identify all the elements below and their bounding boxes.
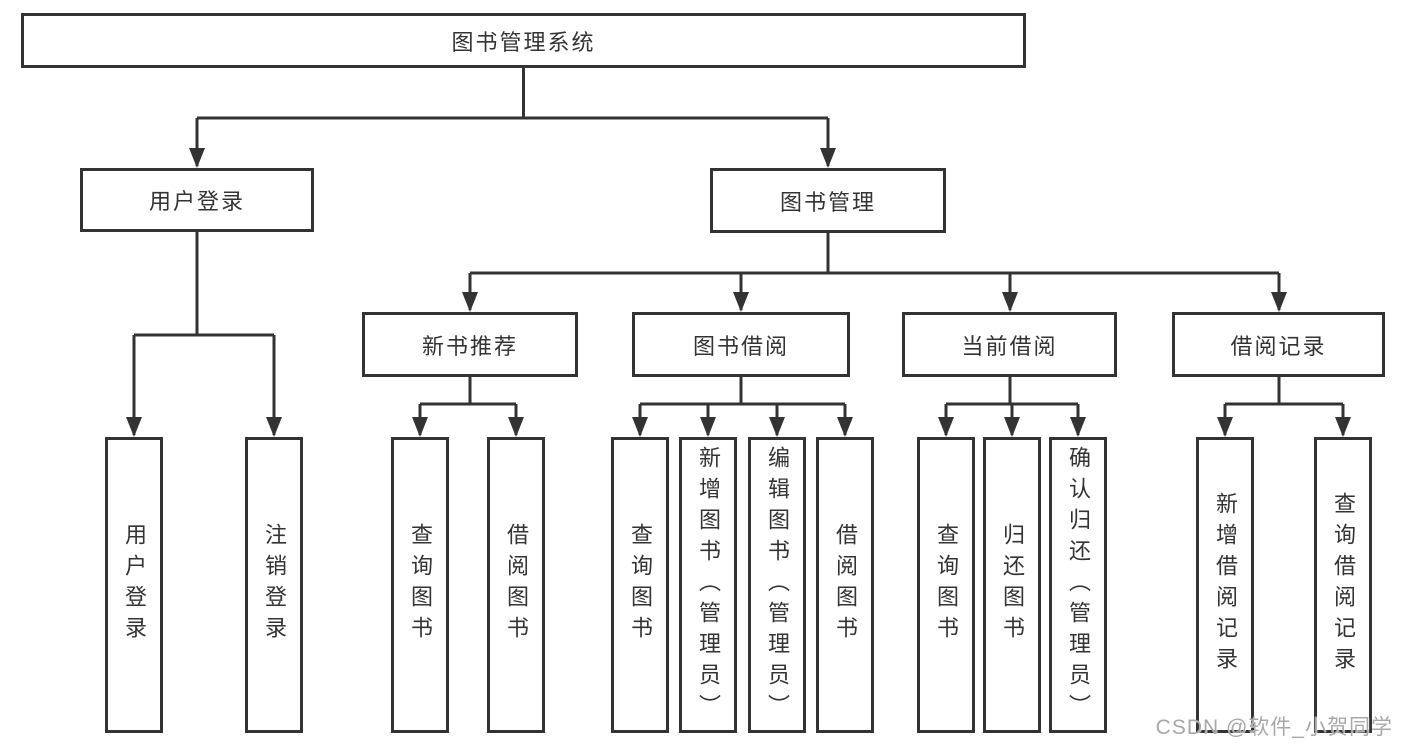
leaf-user-login: 用户登录 bbox=[105, 437, 163, 733]
node-book-management: 图书管理 bbox=[710, 168, 946, 233]
csdn-watermark: CSDN @软件_小贺同学 bbox=[1155, 716, 1393, 739]
leaf-newbook-query-book: 查询图书 bbox=[391, 437, 449, 733]
node-label: 借阅记录 bbox=[1230, 333, 1327, 359]
node-label: 新增借阅记录 bbox=[1213, 492, 1238, 678]
node-label: 用户登录 bbox=[122, 523, 147, 647]
leaf-records-add-record: 新增借阅记录 bbox=[1196, 437, 1254, 733]
node-label: 图书借阅 bbox=[692, 333, 789, 359]
leaf-current-return-book: 归还图书 bbox=[983, 437, 1041, 733]
node-label: 当前借阅 bbox=[961, 333, 1058, 359]
node-label: 图书管理系统 bbox=[451, 29, 596, 55]
node-label: 图书管理 bbox=[779, 189, 876, 215]
node-label: 注销登录 bbox=[262, 523, 287, 647]
node-label: 确认归还（管理员） bbox=[1066, 445, 1091, 725]
leaf-borrow-query-book: 查询图书 bbox=[611, 437, 669, 733]
node-label: 编辑图书（管理员） bbox=[765, 445, 790, 725]
leaf-borrow-borrow-book: 借阅图书 bbox=[816, 437, 874, 733]
node-label: 借阅图书 bbox=[833, 523, 858, 647]
leaf-borrow-add-book-admin: 新增图书（管理员） bbox=[679, 437, 737, 733]
leaf-newbook-borrow-book: 借阅图书 bbox=[487, 437, 545, 733]
leaf-borrow-edit-book-admin: 编辑图书（管理员） bbox=[748, 437, 806, 733]
leaf-logout: 注销登录 bbox=[245, 437, 303, 733]
node-label: 查询借阅记录 bbox=[1331, 492, 1356, 678]
node-borrowing-records: 借阅记录 bbox=[1172, 312, 1385, 377]
node-label: 新增图书（管理员） bbox=[696, 445, 721, 725]
node-label: 查询图书 bbox=[628, 523, 653, 647]
leaf-records-query-record: 查询借阅记录 bbox=[1314, 437, 1372, 733]
node-library-management-system: 图书管理系统 bbox=[21, 13, 1026, 68]
node-label: 新书推荐 bbox=[421, 333, 518, 359]
node-label: 查询图书 bbox=[934, 523, 959, 647]
node-label: 借阅图书 bbox=[504, 523, 529, 647]
node-user-login: 用户登录 bbox=[80, 168, 314, 232]
node-label: 查询图书 bbox=[408, 523, 433, 647]
leaf-current-confirm-return-admin: 确认归还（管理员） bbox=[1049, 437, 1107, 733]
leaf-current-query-book: 查询图书 bbox=[917, 437, 975, 733]
node-current-borrowing: 当前借阅 bbox=[902, 312, 1117, 377]
node-label: 归还图书 bbox=[1000, 523, 1025, 647]
node-label: 用户登录 bbox=[148, 189, 245, 214]
node-new-book-recommend: 新书推荐 bbox=[362, 312, 578, 377]
node-book-borrowing: 图书借阅 bbox=[632, 312, 850, 377]
